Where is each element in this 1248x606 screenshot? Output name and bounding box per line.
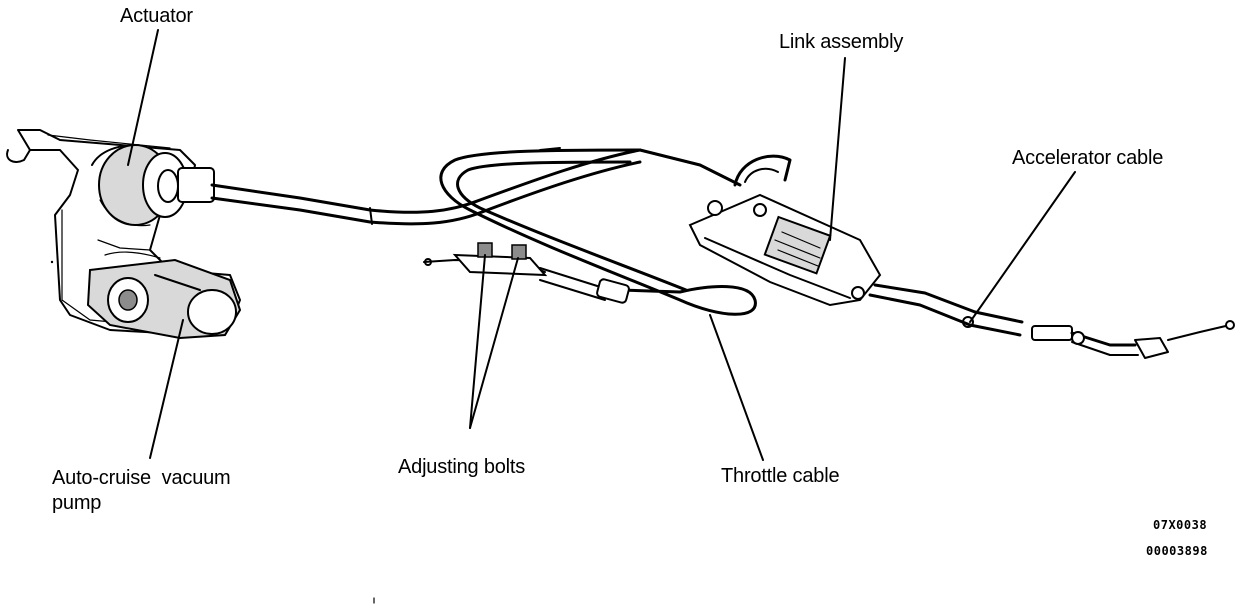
figure-code: 07X0038	[1153, 518, 1208, 532]
leader-throttle-cable	[709, 314, 764, 461]
accelerator-cable-label: Accelerator cable	[1012, 147, 1164, 169]
leader-vacuum-pump	[149, 319, 184, 459]
leader-adjusting-bolt-2	[469, 257, 519, 429]
accelerator-cable-part	[868, 283, 1235, 359]
document-code: 00003898	[1146, 544, 1208, 558]
actuator-cable	[210, 147, 742, 226]
throttle-cable	[439, 148, 757, 316]
vacuum-pump-label-line2: pump	[52, 492, 102, 514]
throttle-cable-label: Throttle cable	[721, 465, 840, 487]
actuator-assembly	[6, 129, 242, 340]
leader-adjusting-bolt-1	[469, 254, 486, 429]
adjusting-bolts-part	[423, 242, 548, 277]
link-assembly-label: Link assembly	[779, 31, 904, 53]
adjusting-bolts-label: Adjusting bolts	[398, 456, 526, 478]
leader-link-assembly	[829, 57, 846, 241]
stray-dot	[50, 260, 54, 264]
actuator-label: Actuator	[120, 5, 193, 27]
vacuum-pump-label-line1: Auto-cruise vacuum	[52, 467, 231, 489]
link-assembly-part	[688, 154, 882, 307]
leader-accelerator-cable	[969, 171, 1076, 323]
leader-lines	[127, 29, 1076, 461]
leader-actuator	[127, 29, 159, 166]
